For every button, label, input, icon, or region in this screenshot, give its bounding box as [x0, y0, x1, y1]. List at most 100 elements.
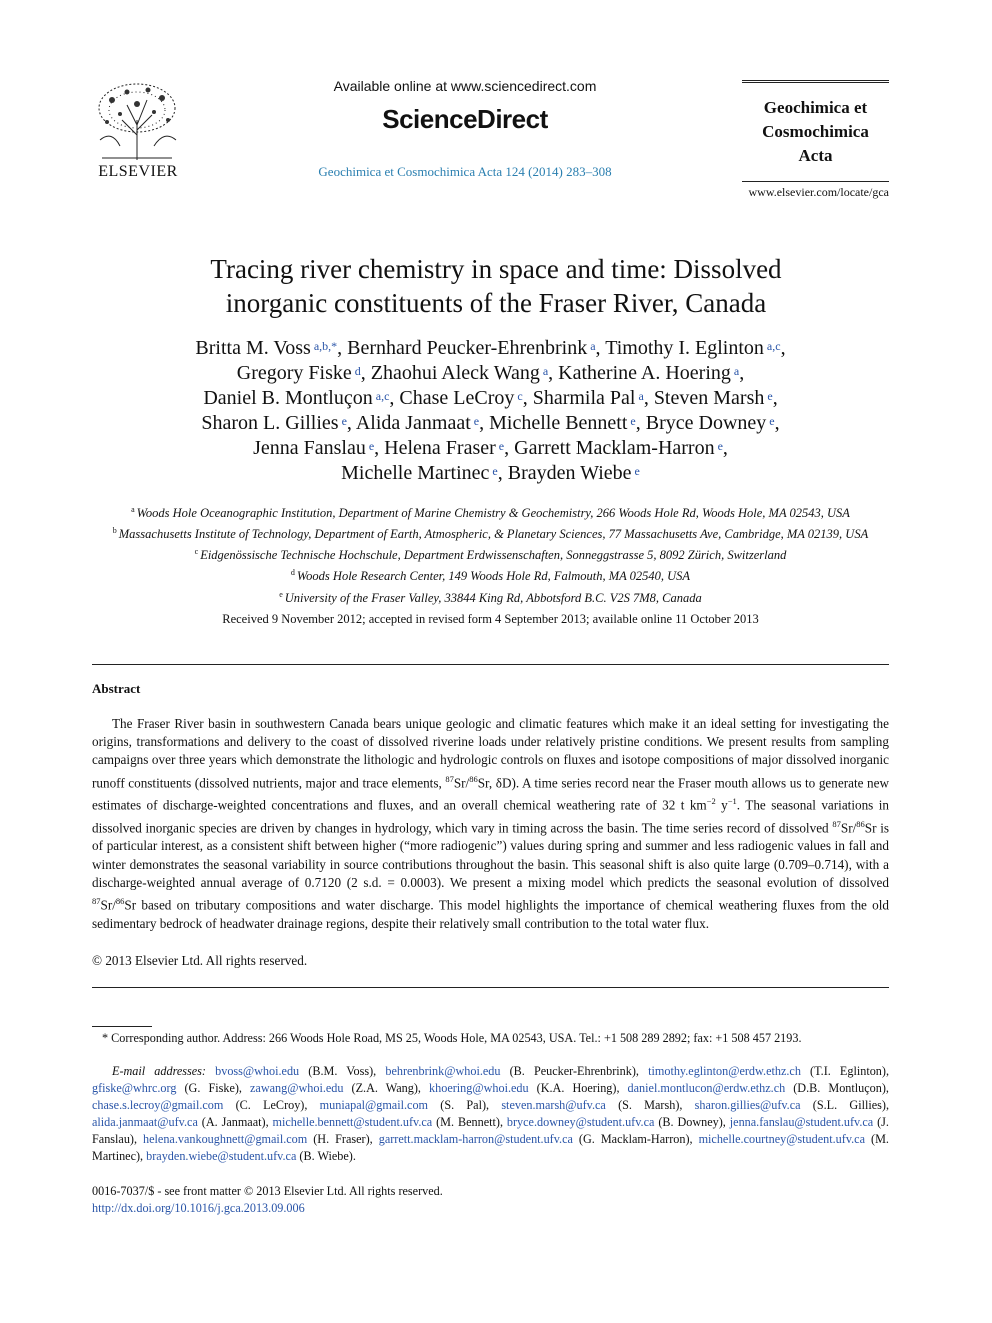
- author-name: Timothy I. Eglinton: [605, 337, 764, 359]
- email-link[interactable]: muniapal@gmail.com: [319, 1098, 429, 1112]
- affiliation: e University of the Fraser Valley, 33844…: [92, 586, 889, 607]
- email-owner: (S. Pal),: [428, 1098, 502, 1112]
- email-link[interactable]: bvoss@whoi.edu: [215, 1064, 300, 1078]
- affiliation: a Woods Hole Oceanographic Institution, …: [92, 501, 889, 522]
- corresponding-author-note: * Corresponding author. Address: 266 Woo…: [102, 1031, 802, 1045]
- author-affiliation-marker[interactable]: a: [730, 364, 740, 378]
- email-link[interactable]: behrenbrink@whoi.edu: [385, 1064, 501, 1078]
- author-name: Sharmila Pal: [532, 387, 636, 409]
- email-link[interactable]: garrett.macklam-harron@student.ufv.ca: [378, 1132, 573, 1146]
- email-link[interactable]: sharon.gillies@ufv.ca: [694, 1098, 801, 1112]
- footnote-rule: [92, 1026, 152, 1027]
- email-owner: (S. Marsh),: [605, 1098, 695, 1112]
- author-affiliation-marker[interactable]: e: [714, 439, 723, 453]
- author-affiliation-marker[interactable]: a,b,*: [310, 339, 338, 353]
- author-affiliation-marker[interactable]: e: [764, 389, 773, 403]
- author-name: Britta M. Voss: [195, 337, 311, 359]
- author-name: Zhaohui Aleck Wang: [370, 362, 540, 384]
- email-link[interactable]: bryce.downey@student.ufv.ca: [506, 1115, 655, 1129]
- email-owner: (A. Janmaat),: [197, 1115, 273, 1129]
- sciencedirect-logo[interactable]: ScienceDirect: [382, 104, 548, 134]
- email-owner: (K.A. Hoering),: [528, 1081, 628, 1095]
- abstract-heading: Abstract: [92, 681, 141, 696]
- affiliation-text: Woods Hole Oceanographic Institution, De…: [136, 506, 850, 521]
- author-affiliation-marker[interactable]: e: [470, 414, 480, 428]
- journal-name-line: Acta: [798, 146, 833, 165]
- email-link[interactable]: steven.marsh@ufv.ca: [501, 1098, 606, 1112]
- author-name: Brayden Wiebe: [507, 462, 632, 484]
- email-owner: (D.B. Montluçon),: [785, 1081, 889, 1095]
- author-affiliation-marker[interactable]: e: [766, 414, 775, 428]
- email-owner: (B. Peucker-Ehrenbrink),: [500, 1064, 649, 1078]
- divider-top: [92, 664, 889, 665]
- author-affiliation-marker[interactable]: a: [587, 339, 596, 353]
- email-link[interactable]: michelle.bennett@student.ufv.ca: [272, 1115, 433, 1129]
- author-affiliation-marker[interactable]: e: [627, 414, 636, 428]
- author-affiliation-marker[interactable]: e: [365, 439, 375, 453]
- author-name: Bernhard Peucker-Ehrenbrink: [347, 337, 588, 359]
- email-link[interactable]: chase.s.lecroy@gmail.com: [92, 1098, 224, 1112]
- author-affiliation-marker[interactable]: a,c: [763, 339, 781, 353]
- email-owner: (M. Bennett),: [432, 1115, 507, 1129]
- email-owner: (S.L. Gillies),: [800, 1098, 889, 1112]
- author-name: Alida Janmaat: [355, 412, 471, 434]
- email-link[interactable]: alida.janmaat@ufv.ca: [92, 1115, 198, 1129]
- affiliation: c Eidgenössische Technische Hochschule, …: [92, 543, 889, 564]
- email-link[interactable]: zawang@whoi.edu: [250, 1081, 344, 1095]
- author-affiliation-marker[interactable]: d: [351, 364, 361, 378]
- author-affiliation-marker[interactable]: a: [539, 364, 549, 378]
- abstract-copyright: © 2013 Elsevier Ltd. All rights reserved…: [92, 953, 308, 968]
- doi-link[interactable]: http://dx.doi.org/10.1016/j.gca.2013.09.…: [92, 1201, 305, 1215]
- author-affiliation-marker[interactable]: a,c: [372, 389, 390, 403]
- email-addresses: E-mail addresses: bvoss@whoi.edu (B.M. V…: [92, 1063, 889, 1165]
- author-affiliation-marker[interactable]: e: [338, 414, 347, 428]
- author-name: Katherine A. Hoering: [558, 362, 731, 384]
- author-name: Jenna Fanslau: [253, 437, 366, 459]
- affiliation-marker: e: [279, 589, 285, 599]
- email-link[interactable]: helena.vankoughnett@gmail.com: [143, 1132, 308, 1146]
- email-owner: (B.M. Voss),: [299, 1064, 386, 1078]
- author-name: Michelle Bennett: [489, 412, 628, 434]
- author-list: Britta M. Voss a,b,*, Bernhard Peucker-E…: [195, 337, 786, 484]
- author-name: Michelle Martinec: [341, 462, 490, 484]
- author-name: Sharon L. Gillies: [201, 412, 339, 434]
- email-link[interactable]: brayden.wiebe@student.ufv.ca: [146, 1149, 297, 1163]
- email-owner: (H. Fraser),: [307, 1132, 379, 1146]
- affiliation: b Massachusetts Institute of Technology,…: [92, 522, 889, 543]
- email-owner: (G. Macklam-Harron),: [572, 1132, 699, 1146]
- email-link[interactable]: jenna.fanslau@student.ufv.ca: [729, 1115, 874, 1129]
- issn-line: 0016-7037/$ - see front matter © 2013 El…: [92, 1184, 443, 1198]
- email-link[interactable]: timothy.eglinton@erdw.ethz.ch: [648, 1064, 801, 1078]
- publisher-name: ELSEVIER: [98, 163, 178, 180]
- journal-name-line: Geochimica et: [763, 98, 868, 117]
- author-affiliation-marker[interactable]: e: [495, 439, 505, 453]
- author-affiliation-marker[interactable]: a: [635, 389, 644, 403]
- author-name: Steven Marsh: [653, 387, 765, 409]
- email-owner: (B. Downey),: [654, 1115, 730, 1129]
- email-owner: (J. Fanslau),: [92, 1115, 889, 1146]
- journal-citation-link[interactable]: Geochimica et Cosmochimica Acta 124 (201…: [318, 164, 612, 179]
- affiliation-marker: d: [290, 568, 297, 578]
- title-line: inorganic constituents of the Fraser Riv…: [225, 288, 767, 318]
- author-affiliation-marker[interactable]: e: [631, 464, 640, 478]
- author-affiliation-marker[interactable]: c: [514, 389, 523, 403]
- received-dates: Received 9 November 2012; accepted in re…: [222, 612, 759, 626]
- divider-bottom: [92, 987, 889, 988]
- affiliation-text: Massachusetts Institute of Technology, D…: [118, 527, 869, 542]
- email-link[interactable]: michelle.courtney@student.ufv.ca: [698, 1132, 866, 1146]
- email-link[interactable]: daniel.montlucon@erdw.ethz.ch: [627, 1081, 786, 1095]
- author-name: Helena Fraser: [384, 437, 496, 459]
- email-owner: (Z.A. Wang),: [343, 1081, 430, 1095]
- journal-url[interactable]: www.elsevier.com/locate/gca: [748, 185, 890, 199]
- email-link[interactable]: gfiske@whrc.org: [92, 1081, 177, 1095]
- author-name: Daniel B. Montluçon: [203, 387, 373, 409]
- journal-title-box: [742, 80, 889, 182]
- author-name: Bryce Downey: [645, 412, 767, 434]
- journal-name-line: Cosmochimica: [762, 122, 869, 141]
- elsevier-tree-logo: [92, 80, 182, 180]
- email-owner: (M. Martinec),: [92, 1132, 889, 1163]
- title-line: Tracing river chemistry in space and tim…: [210, 254, 782, 284]
- author-affiliation-marker[interactable]: e: [489, 464, 498, 478]
- affiliation-marker: b: [112, 526, 119, 536]
- email-link[interactable]: khoering@whoi.edu: [429, 1081, 529, 1095]
